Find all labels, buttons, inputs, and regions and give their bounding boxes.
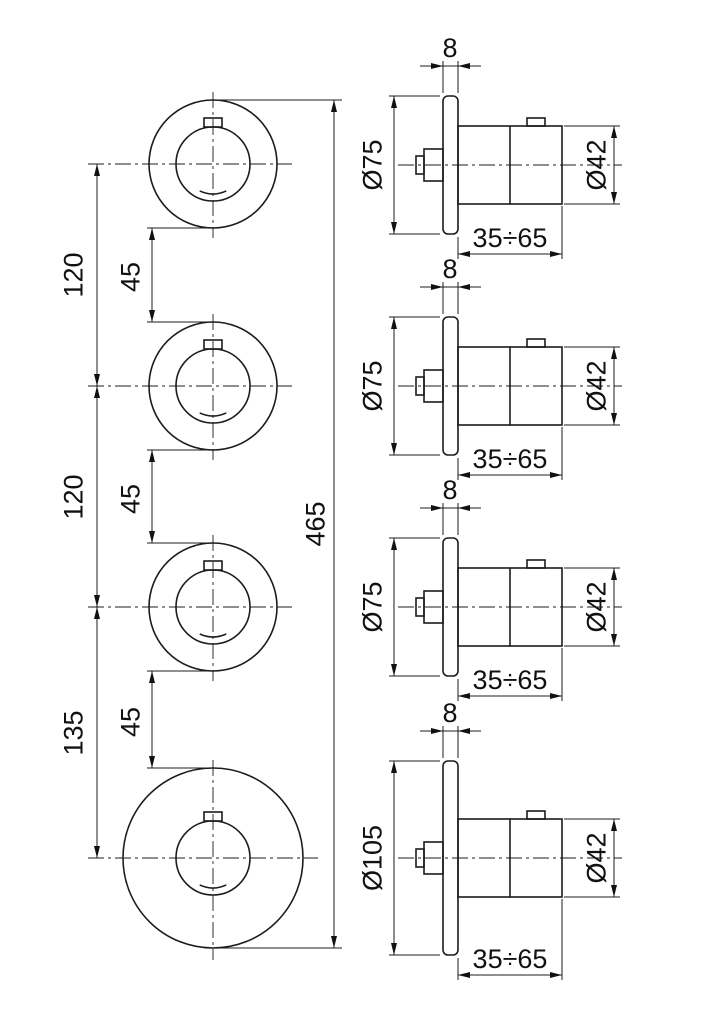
dim-label-thickness: 8 [442, 33, 457, 63]
dim-label-depth: 35÷65 [473, 665, 548, 695]
dim-label-45-3: 45 [115, 707, 145, 737]
knob-top-tab [526, 810, 546, 820]
side-view-4: 8 Ø105 Ø42 35÷65 [357, 698, 622, 980]
side-view-1: 8 Ø75 Ø42 35÷65 [357, 33, 622, 259]
dim-label-135: 135 [58, 710, 88, 755]
knob-front-1 [88, 92, 292, 238]
side-view-3: 8 Ø75 Ø42 35÷65 [357, 475, 622, 701]
knob-grip-arc [199, 884, 227, 889]
knob-top-tab [526, 338, 546, 348]
dim-label-flange-dia: Ø105 [357, 825, 387, 891]
front-dimensions: 120 120 135 45 45 45 465 [58, 99, 342, 949]
dim-label-45-1: 45 [115, 262, 145, 292]
dim-label-120-2: 120 [58, 474, 88, 519]
knob-top-tab [526, 117, 546, 127]
dim-label-thickness: 8 [442, 475, 457, 505]
dim-label-thickness: 8 [442, 254, 457, 284]
dim-label-depth: 35÷65 [473, 944, 548, 974]
dim-label-body-dia: Ø42 [581, 360, 611, 411]
knob-front-2 [88, 314, 292, 460]
dim-label-depth: 35÷65 [473, 444, 548, 474]
dim-label-flange-dia: Ø75 [357, 360, 387, 411]
dim-label-120-1: 120 [58, 252, 88, 297]
knob-front-4 [88, 760, 318, 960]
dim-label-depth: 35÷65 [473, 223, 548, 253]
dim-label-flange-dia: Ø75 [357, 139, 387, 190]
dim-label-total-height: 465 [300, 501, 330, 546]
dim-label-body-dia: Ø42 [581, 139, 611, 190]
dim-label-body-dia: Ø42 [581, 581, 611, 632]
dim-label-45-2: 45 [115, 484, 145, 514]
side-view-2: 8 Ø75 Ø42 35÷65 [357, 254, 622, 480]
knob-top-tab [526, 559, 546, 569]
dim-label-flange-dia: Ø75 [357, 581, 387, 632]
dim-label-body-dia: Ø42 [581, 832, 611, 883]
front-view: 120 120 135 45 45 45 465 [58, 92, 342, 960]
dim-label-thickness: 8 [442, 698, 457, 728]
knob-front-3 [88, 535, 292, 681]
